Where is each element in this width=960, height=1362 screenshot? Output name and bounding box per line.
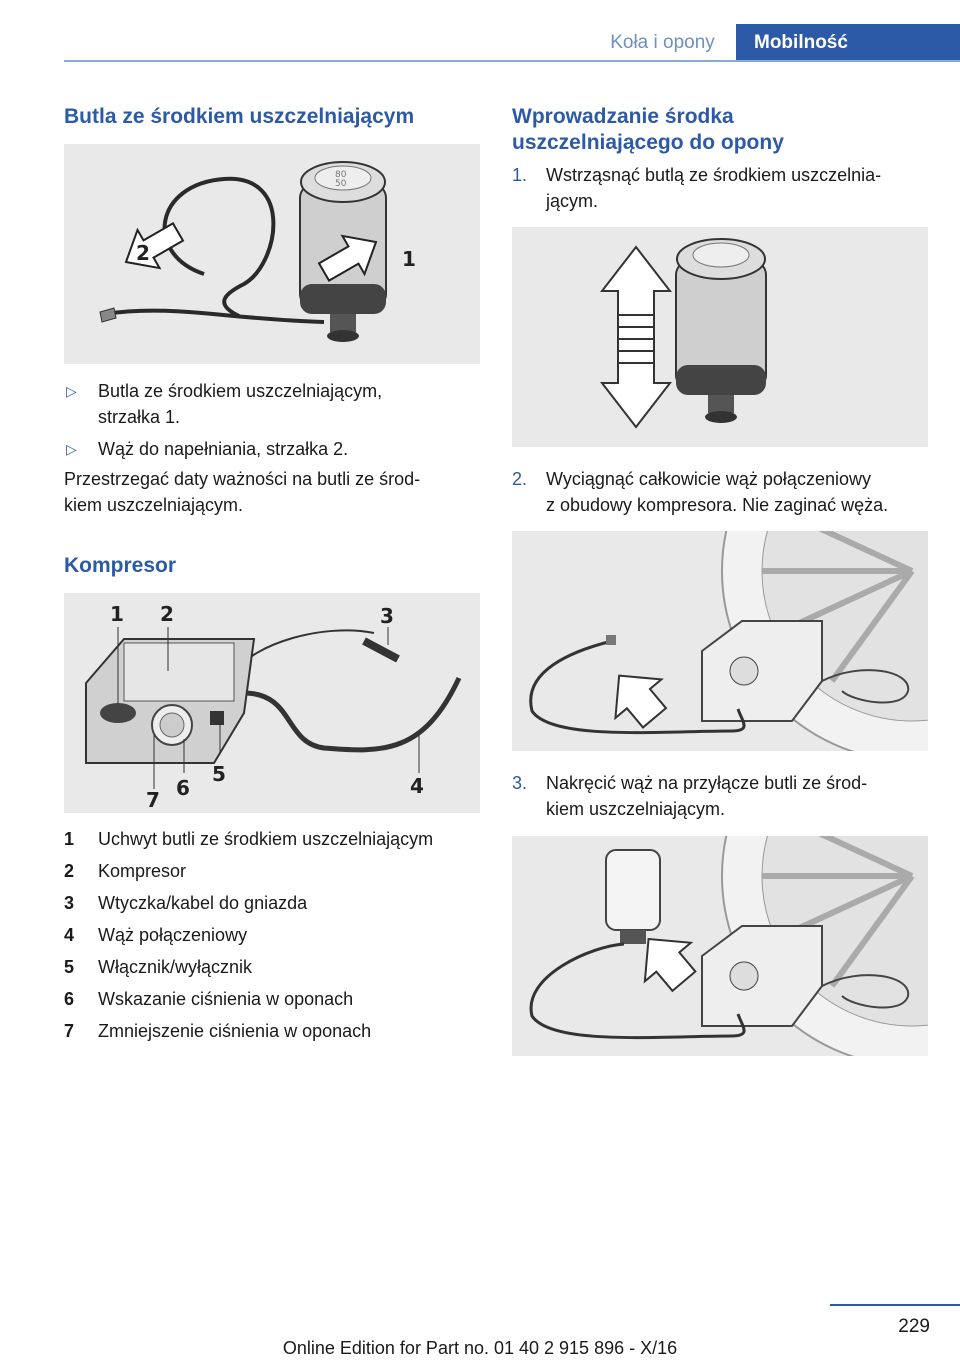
legend-num: 4 xyxy=(64,925,75,945)
edition-footer: Online Edition for Part no. 01 40 2 915 … xyxy=(282,1338,678,1358)
step-1-line1: Wstrząsnąć butlą ze środkiem uszczelnia- xyxy=(546,165,882,185)
step-2-line1: Wyciągnąć całkowicie wąż połączeniowy xyxy=(546,469,871,489)
shake-bottle-figure xyxy=(512,227,928,447)
legend-text: Wąż połączeniowy xyxy=(98,925,248,945)
bullet-1-line1: Butla ze środkiem uszczelniającym, xyxy=(98,381,383,401)
note-line1: Przestrzegać daty ważności na butli ze ś… xyxy=(64,469,421,489)
step-3-line2: kiem uszczelniającym. xyxy=(546,799,726,819)
compressor-heading: Kompresor xyxy=(64,554,177,577)
fig1-label-2: 2 xyxy=(136,241,150,265)
bottle-heading: Butla ze środkiem uszczelniającym xyxy=(64,105,415,128)
gauge-text-top: 80 xyxy=(335,170,347,180)
legend-text: Wskazanie ciśnienia w oponach xyxy=(98,989,354,1009)
legend-text: Kompresor xyxy=(98,861,187,881)
fig2-label-7: 7 xyxy=(146,788,160,812)
step-number: 1. xyxy=(512,165,528,185)
legend-num: 1 xyxy=(64,829,75,849)
step-3-line1: Nakręcić wąż na przyłącze butli ze środ- xyxy=(546,773,868,793)
footer-rule xyxy=(830,1304,960,1306)
legend-text: Włącznik/wyłącznik xyxy=(98,957,253,977)
legend-num: 5 xyxy=(64,957,75,977)
step-number: 2. xyxy=(512,469,528,489)
compressor-figure: 1 2 3 4 5 6 7 xyxy=(64,593,480,813)
fig2-label-4: 4 xyxy=(410,774,424,798)
header-section-label: Koła i opony xyxy=(610,32,715,53)
attach-hose-figure xyxy=(512,836,928,1056)
header-rule xyxy=(64,60,960,62)
legend-num: 2 xyxy=(64,861,75,881)
legend-text: Zmniejszenie ciśnienia w oponach xyxy=(98,1021,372,1041)
fig1-label-1: 1 xyxy=(402,247,416,271)
step-2-line2: z obudowy kompresora. Nie zaginać węża. xyxy=(546,495,889,515)
legend-text: Wtyczka/kabel do gniazda xyxy=(98,893,308,913)
pull-hose-figure xyxy=(512,531,928,751)
header-chapter-tab: Mobilność xyxy=(736,24,960,62)
bullet-triangle-icon: ▷ xyxy=(66,383,77,399)
bottle-figure: 80 50 2 1 xyxy=(64,144,480,364)
legend-text: Uchwyt butli ze środkiem uszczelniającym xyxy=(98,829,434,849)
step-1-line2: jącym. xyxy=(546,191,599,211)
page-number: 229 xyxy=(898,1316,930,1337)
fig2-label-2: 2 xyxy=(160,602,174,626)
bullet-1-line2: strzałka 1. xyxy=(98,407,181,427)
note-line2: kiem uszczelniającym. xyxy=(64,495,244,515)
legend-num: 3 xyxy=(64,893,75,913)
step-number: 3. xyxy=(512,773,528,793)
legend-num: 6 xyxy=(64,989,75,1009)
fig2-label-3: 3 xyxy=(380,604,394,628)
procedure-heading-line1: Wprowadzanie środka xyxy=(512,105,734,128)
procedure-heading-line2: uszczelniającego do opony xyxy=(512,131,784,154)
bullet-triangle-icon: ▷ xyxy=(66,441,77,457)
legend-num: 7 xyxy=(64,1021,75,1041)
fig2-label-1: 1 xyxy=(110,602,124,626)
fig2-label-6: 6 xyxy=(176,776,190,800)
fig2-label-5: 5 xyxy=(212,762,226,786)
gauge-text-bottom: 50 xyxy=(335,179,347,189)
bullet-2: Wąż do napełniania, strzałka 2. xyxy=(98,439,349,459)
